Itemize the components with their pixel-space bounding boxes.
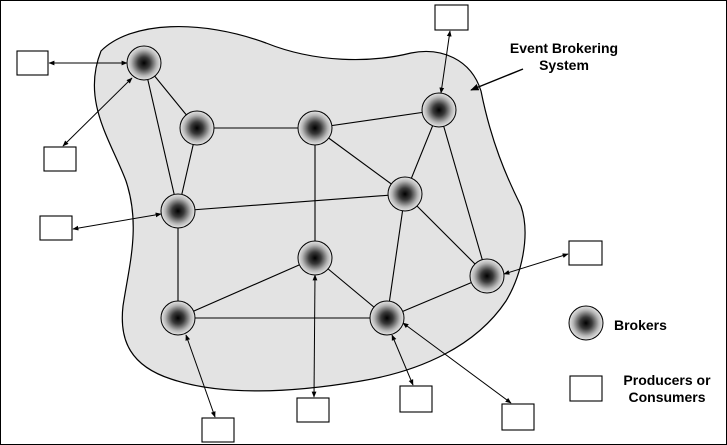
legend-clients-line1: Producers or: [623, 372, 711, 388]
client-box-icon: [296, 397, 330, 423]
client-link: [72, 212, 162, 231]
broker-node-icon: [469, 258, 505, 294]
client-link: [439, 30, 452, 94]
link: [177, 193, 406, 212]
clients: [16, 4, 603, 443]
client-arrows: [48, 30, 569, 418]
link: [177, 257, 316, 319]
legend-clients-label: Producers or Consumers: [611, 372, 723, 406]
legend-brokers-label: Brokers: [614, 317, 667, 333]
broker-node-icon: [369, 300, 405, 336]
link: [314, 127, 406, 195]
system-label-line1: Event Brokering: [509, 40, 619, 56]
client-box-icon: [43, 146, 77, 172]
link: [143, 62, 179, 212]
client-link: [62, 77, 133, 147]
client-box-icon: [434, 4, 469, 31]
legend-broker-icon: [568, 305, 604, 341]
client-box-icon: [16, 50, 49, 76]
client-box-icon: [201, 417, 235, 443]
legend-client-icon: [569, 375, 603, 402]
link: [386, 275, 488, 319]
broker-node-icon: [297, 240, 333, 276]
system-label: Event Brokering System: [499, 40, 629, 74]
brokers: [126, 45, 505, 336]
broker-node-icon: [387, 176, 423, 212]
client-link: [503, 253, 569, 275]
client-link: [402, 322, 512, 404]
legend-clients-line2: Consumers: [628, 389, 706, 405]
label-pointer: [470, 68, 524, 91]
client-box-icon: [568, 240, 603, 266]
broker-node-icon: [179, 110, 215, 146]
link: [438, 109, 488, 277]
broker-node-icon: [160, 300, 196, 336]
link: [314, 109, 440, 129]
client-box-icon: [399, 385, 433, 413]
link: [404, 193, 488, 277]
client-link: [311, 274, 318, 398]
system-label-line2: System: [539, 57, 589, 73]
link: [386, 193, 406, 319]
client-link: [185, 334, 216, 418]
client-box-icon: [501, 403, 535, 431]
client-box-icon: [39, 215, 73, 241]
broker-node-icon: [421, 92, 457, 128]
broker-node-icon: [297, 110, 333, 146]
broker-node-icon: [160, 193, 196, 229]
broker-node-icon: [126, 45, 162, 81]
